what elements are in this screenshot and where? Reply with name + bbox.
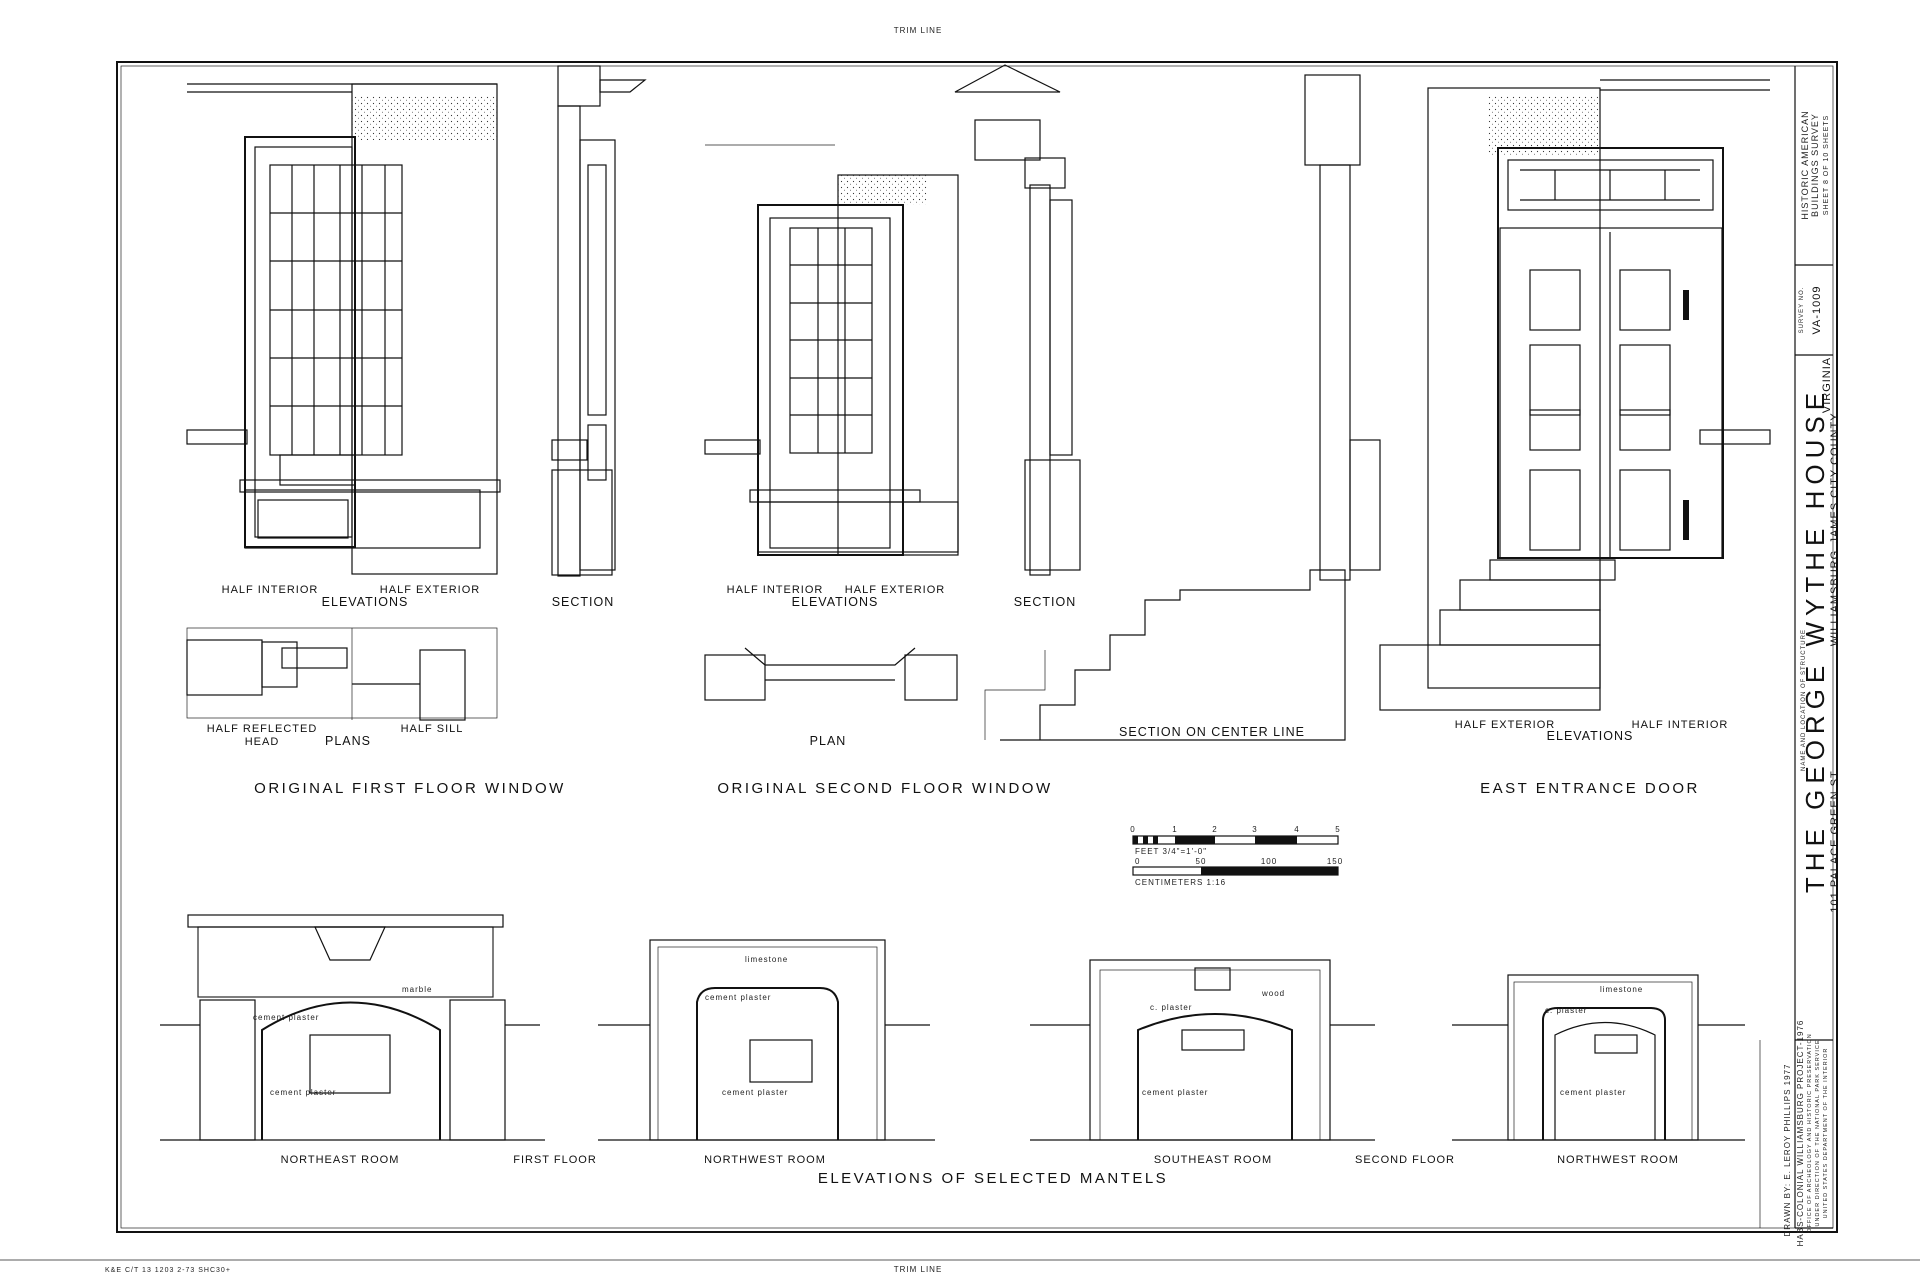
second-floor-window-elevation <box>704 144 959 556</box>
scale-cm-label: CENTIMETERS 1:16 <box>1135 878 1226 887</box>
title-structure-caption: NAME AND LOCATION OF STRUCTURE <box>1801 629 1807 771</box>
ffw-title: ORIGINAL FIRST FLOOR WINDOW <box>254 780 566 797</box>
mantel-nw1-name: NORTHWEST ROOM <box>704 1154 826 1166</box>
trim-line-bottom: TRIM LINE <box>894 1265 943 1274</box>
scale-feet-tick-1: 1 <box>1172 825 1177 834</box>
first-floor-window-elevation <box>186 83 501 575</box>
drawn-by: DRAWN BY: E. LEROY PHILLIPS 1977 <box>1783 1064 1792 1237</box>
sfw-half-exterior: HALF EXTERIOR <box>845 584 945 596</box>
scale-feet-tick-5: 5 <box>1335 825 1340 834</box>
outer-border <box>116 61 1838 1233</box>
ffw-half-reflected: HALF REFLECTED <box>207 723 318 735</box>
scale-cm-tick-1: 50 <box>1196 857 1207 866</box>
inner-border <box>120 65 1834 1229</box>
scale-cm-tick-2: 100 <box>1261 857 1277 866</box>
ffw-head: HEAD <box>245 736 280 748</box>
habs-line-2: BUILDINGS SURVEY <box>1810 113 1820 217</box>
mantel-northeast-room <box>160 914 545 1141</box>
office-line-3: UNITED STATES DEPARTMENT OF THE INTERIOR <box>1823 1048 1829 1219</box>
title-address: 101 PALACE GREEN ST. <box>1829 767 1841 912</box>
sfw-elevations: ELEVATIONS <box>792 595 879 609</box>
door-half-exterior: HALF EXTERIOR <box>1455 719 1555 731</box>
ffw-half-sill: HALF SILL <box>401 723 464 735</box>
mantel-nw2-name: NORTHWEST ROOM <box>1557 1154 1679 1166</box>
mantels-second-floor: SECOND FLOOR <box>1355 1154 1455 1166</box>
project-line: HABS-COLONIAL WILLIAMSBURG PROJECT-1976 <box>1796 1020 1805 1247</box>
title-county: JAMES CITY COUNTY <box>1829 412 1841 543</box>
scale-feet-tick-0: 0 <box>1130 825 1135 834</box>
east-entrance-door-elevation <box>1379 79 1771 711</box>
first-floor-window-section <box>551 65 647 577</box>
survey-no: VA-1009 <box>1811 286 1823 335</box>
habs-line-1: HISTORIC AMERICAN <box>1800 110 1810 219</box>
ffw-plans: PLANS <box>325 734 371 748</box>
sfw-title: ORIGINAL SECOND FLOOR WINDOW <box>717 780 1052 797</box>
ffw-section: SECTION <box>552 595 615 609</box>
second-floor-window-section <box>954 64 1081 576</box>
mantel-nw2-mat-c: cement plaster <box>1560 1088 1626 1097</box>
survey-no-caption: SURVEY NO. <box>1799 287 1805 334</box>
title-city: WILLIAMSBURG <box>1829 550 1841 646</box>
mantels-title: ELEVATIONS OF SELECTED MANTELS <box>818 1170 1168 1187</box>
section-center-line: SECTION ON CENTER LINE <box>1119 725 1305 739</box>
scale-feet-tick-3: 3 <box>1252 825 1257 834</box>
mantel-nw1-mat-a: limestone <box>745 955 788 964</box>
scale-feet-tick-2: 2 <box>1212 825 1217 834</box>
scale-cm-tick-3: 150 <box>1327 857 1343 866</box>
mantel-northwest-room-second <box>1452 974 1745 1141</box>
mantel-ne-mat-b: cement plaster <box>253 1013 319 1022</box>
mantel-northwest-room-first <box>598 939 935 1141</box>
sfw-section: SECTION <box>1014 595 1077 609</box>
office-line-2: UNDER DIRECTION OF THE NATIONAL PARK SER… <box>1815 1039 1821 1226</box>
door-elevations: ELEVATIONS <box>1547 729 1634 743</box>
trim-line-top: TRIM LINE <box>894 26 943 35</box>
title-name: THE GEORGE WYTHE HOUSE <box>1800 387 1830 893</box>
mantel-ne-mat-c: cement plaster <box>270 1088 336 1097</box>
ffw-half-exterior: HALF EXTERIOR <box>380 584 480 596</box>
second-floor-window-plan <box>704 647 958 701</box>
ffw-half-interior: HALF INTERIOR <box>222 584 319 596</box>
sfw-plan: PLAN <box>810 734 847 748</box>
ffw-elevations: ELEVATIONS <box>322 595 409 609</box>
sheet-of: SHEET 8 OF 10 SHEETS <box>1823 115 1830 215</box>
door-title: EAST ENTRANCE DOOR <box>1480 780 1700 797</box>
office-line-1: OFFICE OF ARCHEOLOGY AND HISTORIC PRESER… <box>1807 1033 1813 1233</box>
sfw-half-interior: HALF INTERIOR <box>727 584 824 596</box>
mantel-nw2-mat-b: c. plaster <box>1545 1006 1587 1015</box>
mantel-ne-mat-a: marble <box>402 985 432 994</box>
mantel-se-mat-b: c. plaster <box>1150 1003 1192 1012</box>
mantel-nw2-mat-a: limestone <box>1600 985 1643 994</box>
printer-mark: K&E C/T 13 1203 2-73 SHC30+ <box>105 1267 231 1274</box>
mantel-se-mat-a: wood <box>1261 989 1285 998</box>
mantel-nw1-mat-c: cement plaster <box>722 1088 788 1097</box>
title-state: VIRGINIA <box>1821 357 1833 413</box>
mantel-southeast-room <box>1030 959 1375 1141</box>
scale-feet-tick-4: 4 <box>1294 825 1299 834</box>
mantel-ne-name: NORTHEAST ROOM <box>281 1154 400 1166</box>
mantel-se-mat-c: cement plaster <box>1142 1088 1208 1097</box>
scale-feet-label: FEET 3/4"=1'-0" <box>1135 847 1207 856</box>
mantel-nw1-mat-b: cement plaster <box>705 993 771 1002</box>
graphic-scale: 0 1 2 3 4 5 FEET 3/4"=1'-0" 0 50 100 150… <box>1130 825 1343 887</box>
first-floor-window-plan <box>186 627 498 721</box>
entrance-stair-section <box>984 74 1381 741</box>
mantel-se-name: SOUTHEAST ROOM <box>1154 1154 1272 1166</box>
mantels-first-floor: FIRST FLOOR <box>513 1154 597 1166</box>
title-block <box>1759 66 1833 1229</box>
scale-cm-tick-0: 0 <box>1135 857 1140 866</box>
door-half-interior: HALF INTERIOR <box>1632 719 1729 731</box>
